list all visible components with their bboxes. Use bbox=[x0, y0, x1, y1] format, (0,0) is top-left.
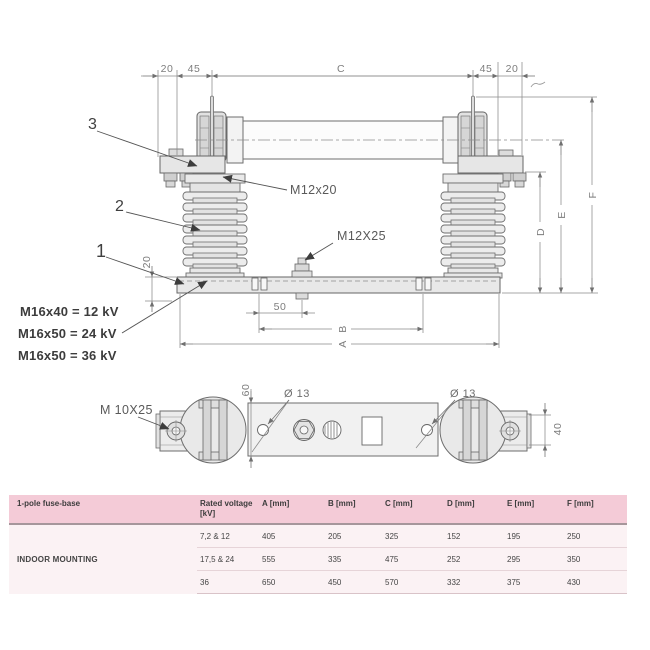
header-b: B [mm] bbox=[328, 499, 356, 508]
dim-40 bbox=[529, 403, 551, 457]
dim-label-c: C bbox=[337, 63, 345, 75]
spec-table-header: 1-pole fuse-base Rated voltage [kV] A [m… bbox=[9, 495, 627, 525]
insulator-left bbox=[183, 174, 247, 278]
mounting-label: INDOOR MOUNTING bbox=[17, 554, 98, 564]
item-label-1: 1 bbox=[96, 241, 106, 261]
cell-b: 335 bbox=[328, 554, 342, 564]
row-divider bbox=[197, 547, 627, 548]
item-label-2: 2 bbox=[115, 198, 124, 215]
dia13-left-label: Ø 13 bbox=[284, 388, 310, 400]
base-bolt-label: M12X25 bbox=[337, 229, 386, 243]
clamp-bolt-label: M12x20 bbox=[290, 183, 337, 197]
cell-b: 205 bbox=[328, 531, 342, 541]
cell-a: 555 bbox=[262, 554, 276, 564]
row-divider bbox=[197, 570, 627, 571]
dia13-left-axis bbox=[251, 399, 290, 453]
bar-holes bbox=[257, 416, 433, 446]
leader-clamp-bolt bbox=[222, 174, 288, 191]
spec-table-body: 7,2 & 12 405 205 325 152 195 250 INDOOR … bbox=[9, 525, 627, 594]
dim-label-d: D bbox=[535, 228, 547, 236]
header-product: 1-pole fuse-base bbox=[17, 499, 81, 508]
base-plate bbox=[176, 276, 501, 294]
header-c: C [mm] bbox=[385, 499, 413, 508]
insulator-right bbox=[441, 174, 505, 278]
lower-dimensions bbox=[145, 266, 500, 348]
dim-label-45-left: 45 bbox=[188, 63, 201, 75]
bottom-view: 60 Ø 13 Ø 13 M 10X25 40 bbox=[100, 384, 564, 468]
dim-label-20-left: 20 bbox=[161, 63, 174, 75]
dim-label-f: F bbox=[587, 192, 599, 199]
clamp-assembly-right bbox=[439, 396, 532, 464]
header-d: D [mm] bbox=[447, 499, 475, 508]
cell-e: 375 bbox=[507, 577, 521, 587]
table-row: INDOOR MOUNTING 17,5 & 24 555 335 475 25… bbox=[9, 548, 627, 570]
header-a: A [mm] bbox=[262, 499, 290, 508]
table-row: 7,2 & 12 405 205 325 152 195 250 bbox=[9, 525, 627, 547]
leader-item-3 bbox=[96, 130, 198, 167]
top-dimension-chain bbox=[141, 62, 535, 157]
dim-label-a: A bbox=[337, 340, 349, 348]
header-rated-voltage: Rated voltage [kV] bbox=[200, 499, 253, 518]
header-e: E [mm] bbox=[507, 499, 535, 508]
dia13-right-label: Ø 13 bbox=[450, 388, 476, 400]
dim-label-20-right: 20 bbox=[506, 63, 519, 75]
cell-c: 570 bbox=[385, 577, 399, 587]
cell-e: 295 bbox=[507, 554, 521, 564]
leader-terminal-bolt bbox=[137, 416, 170, 430]
leader-fixing-note bbox=[121, 280, 208, 334]
cell-f: 250 bbox=[567, 531, 581, 541]
cell-c: 325 bbox=[385, 531, 399, 541]
item-label-3: 3 bbox=[88, 116, 97, 133]
cell-kv: 36 bbox=[200, 577, 209, 587]
dim-label-60: 60 bbox=[240, 384, 252, 397]
dia13-right-leader bbox=[431, 399, 456, 425]
cell-a: 650 bbox=[262, 577, 276, 587]
base-bolt bbox=[291, 257, 313, 300]
cell-d: 332 bbox=[447, 577, 461, 587]
dim-label-20-plate: 20 bbox=[141, 256, 153, 269]
leader-item-2 bbox=[125, 211, 201, 232]
surface-mark bbox=[530, 81, 546, 88]
height-dimensions bbox=[476, 96, 598, 294]
table-bottom-border bbox=[197, 593, 627, 594]
table-row: 36 650 450 570 332 375 430 bbox=[9, 571, 627, 593]
fixing-note-12kv: M16x40 = 12 kV bbox=[20, 304, 119, 319]
leader-item-1 bbox=[105, 256, 185, 285]
fuse-base-technical-drawing: 20 45 C 45 20 bbox=[18, 62, 599, 468]
cell-d: 152 bbox=[447, 531, 461, 541]
dim-label-b: B bbox=[337, 325, 349, 333]
dim-label-40: 40 bbox=[552, 423, 564, 436]
dim-label-e: E bbox=[556, 211, 568, 219]
cell-f: 430 bbox=[567, 577, 581, 587]
contact-pin-right bbox=[471, 95, 475, 162]
dia13-right-axis bbox=[415, 399, 456, 449]
dim-label-50: 50 bbox=[274, 301, 287, 313]
leader-base-bolt bbox=[304, 242, 334, 261]
cell-a: 405 bbox=[262, 531, 276, 541]
cell-c: 475 bbox=[385, 554, 399, 564]
dim-label-45-right: 45 bbox=[480, 63, 493, 75]
fixing-note-36kv: M16x50 = 36 kV bbox=[18, 348, 117, 363]
cell-b: 450 bbox=[328, 577, 342, 587]
front-view: 20 45 C 45 20 bbox=[18, 62, 599, 363]
cell-d: 252 bbox=[447, 554, 461, 564]
bracket-right bbox=[457, 149, 527, 188]
fixing-note-24kv: M16x50 = 24 kV bbox=[18, 326, 117, 341]
cell-kv: 7,2 & 12 bbox=[200, 531, 230, 541]
dia13-left-leader bbox=[267, 399, 290, 425]
cell-f: 350 bbox=[567, 554, 581, 564]
terminal-bolt-label: M 10X25 bbox=[100, 403, 153, 417]
cell-kv: 17,5 & 24 bbox=[200, 554, 235, 564]
clamp-assembly-left bbox=[155, 396, 247, 464]
header-f: F [mm] bbox=[567, 499, 594, 508]
base-bar bbox=[247, 402, 439, 457]
spec-table: 1-pole fuse-base Rated voltage [kV] A [m… bbox=[9, 495, 627, 594]
cell-e: 195 bbox=[507, 531, 521, 541]
contact-pin-left bbox=[210, 95, 214, 162]
